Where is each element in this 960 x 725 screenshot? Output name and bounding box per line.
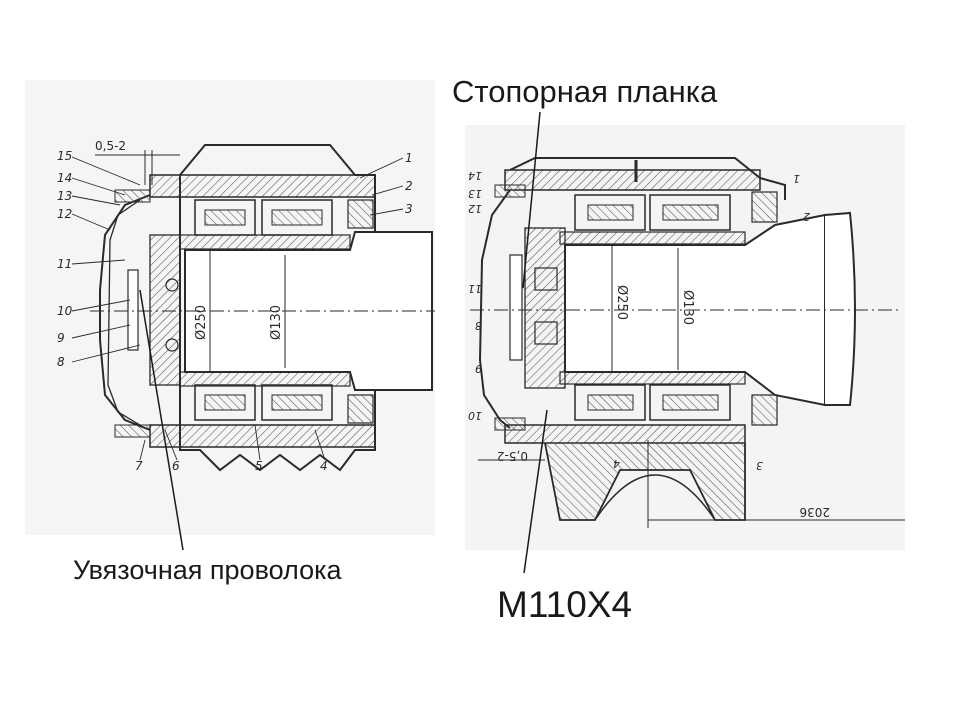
right-roller-bottom-2 <box>649 384 731 421</box>
right-wheel-hub <box>824 211 856 406</box>
left-roller-top-2-core <box>271 209 323 226</box>
left-callout: 2 <box>405 179 413 193</box>
right-cover-bolt-bottom <box>494 417 526 431</box>
left-inner-ring-bottom <box>179 371 351 387</box>
right-end-plate <box>524 227 566 389</box>
right-callout: 11 <box>468 282 482 295</box>
left-callout: 6 <box>172 459 180 473</box>
thread-leader <box>523 409 548 574</box>
binding-wire-leader <box>139 289 184 551</box>
right-callout: 4 <box>613 457 620 470</box>
right-frame-arch <box>594 474 716 521</box>
left-callout: 13 <box>57 189 72 203</box>
right-locking-plate <box>509 254 523 361</box>
right-callout: 13 <box>468 187 482 200</box>
left-gap-dim-label: 0,5-2 <box>95 139 126 153</box>
right-dia-outer-label: Ø250 <box>614 285 629 320</box>
left-callout: 14 <box>57 171 72 185</box>
right-callout: 14 <box>468 169 482 182</box>
left-roller-top-1-core <box>204 209 246 226</box>
right-bearing-drawing: Ø250 Ø130 2036 0,5-2 14 13 12 11 8 9 10 … <box>465 111 905 574</box>
left-bearing-drawing: Ø250 Ø130 0,5-2 15 14 13 12 11 10 9 8 7 … <box>25 80 435 551</box>
left-callout: 11 <box>57 257 72 271</box>
right-housing-top-outline <box>509 157 786 200</box>
left-seal-top <box>347 199 374 229</box>
left-housing-bottom <box>149 424 376 448</box>
right-seal-bottom <box>751 394 778 426</box>
right-callout: 8 <box>475 319 482 332</box>
left-callout: 15 <box>57 149 72 163</box>
right-cover-bolt-top <box>494 184 526 198</box>
right-callout: 3 <box>756 459 763 472</box>
left-housing-outline <box>179 144 376 472</box>
binding-wire-caption: Увязочная проволока <box>73 555 342 585</box>
left-callouts: 15 14 13 12 11 10 9 8 7 6 5 4 3 2 1 <box>57 149 413 473</box>
left-roller-bottom-2-core <box>271 394 323 411</box>
left-callout: 12 <box>57 207 72 221</box>
right-length-dim-label: 2036 <box>799 505 830 519</box>
left-callout: 10 <box>57 304 73 318</box>
left-housing-top <box>149 174 376 198</box>
right-inner-ring-bottom <box>559 371 746 385</box>
left-end-cover <box>99 194 151 431</box>
left-bolt-lower <box>165 338 179 352</box>
right-dia-inner-label: Ø130 <box>680 290 695 325</box>
locking-plate-caption: Стопорная планка <box>452 74 718 109</box>
right-housing-bottom <box>504 424 746 444</box>
left-dia-inner-label: Ø130 <box>269 305 284 340</box>
thread-caption: М110Х4 <box>497 584 633 625</box>
left-bolt-upper <box>165 278 179 292</box>
left-callout: 5 <box>255 459 263 473</box>
right-callout: 9 <box>475 362 482 375</box>
right-inner-ring-top <box>559 231 746 245</box>
left-dia-outer-label: Ø250 <box>194 305 209 340</box>
left-leaders <box>71 156 404 461</box>
left-callout: 1 <box>405 151 413 165</box>
left-callout: 3 <box>405 202 413 216</box>
left-callout: 8 <box>57 355 65 369</box>
left-seal-bottom <box>347 394 374 424</box>
right-callout: 10 <box>468 409 482 422</box>
right-roller-top-2 <box>649 194 731 231</box>
right-roller-top-1 <box>574 194 646 231</box>
right-callout: 12 <box>468 202 482 215</box>
right-housing-top <box>504 169 761 191</box>
left-end-cover-inner <box>107 199 141 426</box>
right-roller-bottom-2-core <box>662 394 719 411</box>
locking-plate-leader <box>522 111 541 289</box>
right-roller-top-2-core <box>662 204 719 221</box>
right-callouts: 14 13 12 11 8 9 10 1 2 3 4 <box>468 169 810 472</box>
left-locking-plate <box>127 269 139 351</box>
right-seal-top <box>751 191 778 223</box>
left-cover-bolt-top <box>114 189 151 203</box>
left-cover-bolt-bottom <box>114 424 151 438</box>
right-callout: 1 <box>793 172 800 185</box>
left-roller-bottom-1-core <box>204 394 246 411</box>
right-bolt-lower <box>534 321 558 345</box>
left-callout: 9 <box>57 331 65 345</box>
left-callout: 4 <box>320 459 328 473</box>
left-inner-ring-top <box>179 234 351 250</box>
right-roller-bottom-1 <box>574 384 646 421</box>
right-roller-bottom-1-core <box>587 394 634 411</box>
right-callout: 2 <box>803 210 810 223</box>
left-callout: 7 <box>135 459 143 473</box>
left-end-plate <box>149 234 181 386</box>
right-roller-top-1-core <box>587 204 634 221</box>
right-gap-dim-label: 0,5-2 <box>497 449 528 463</box>
right-bolt-upper <box>534 267 558 291</box>
